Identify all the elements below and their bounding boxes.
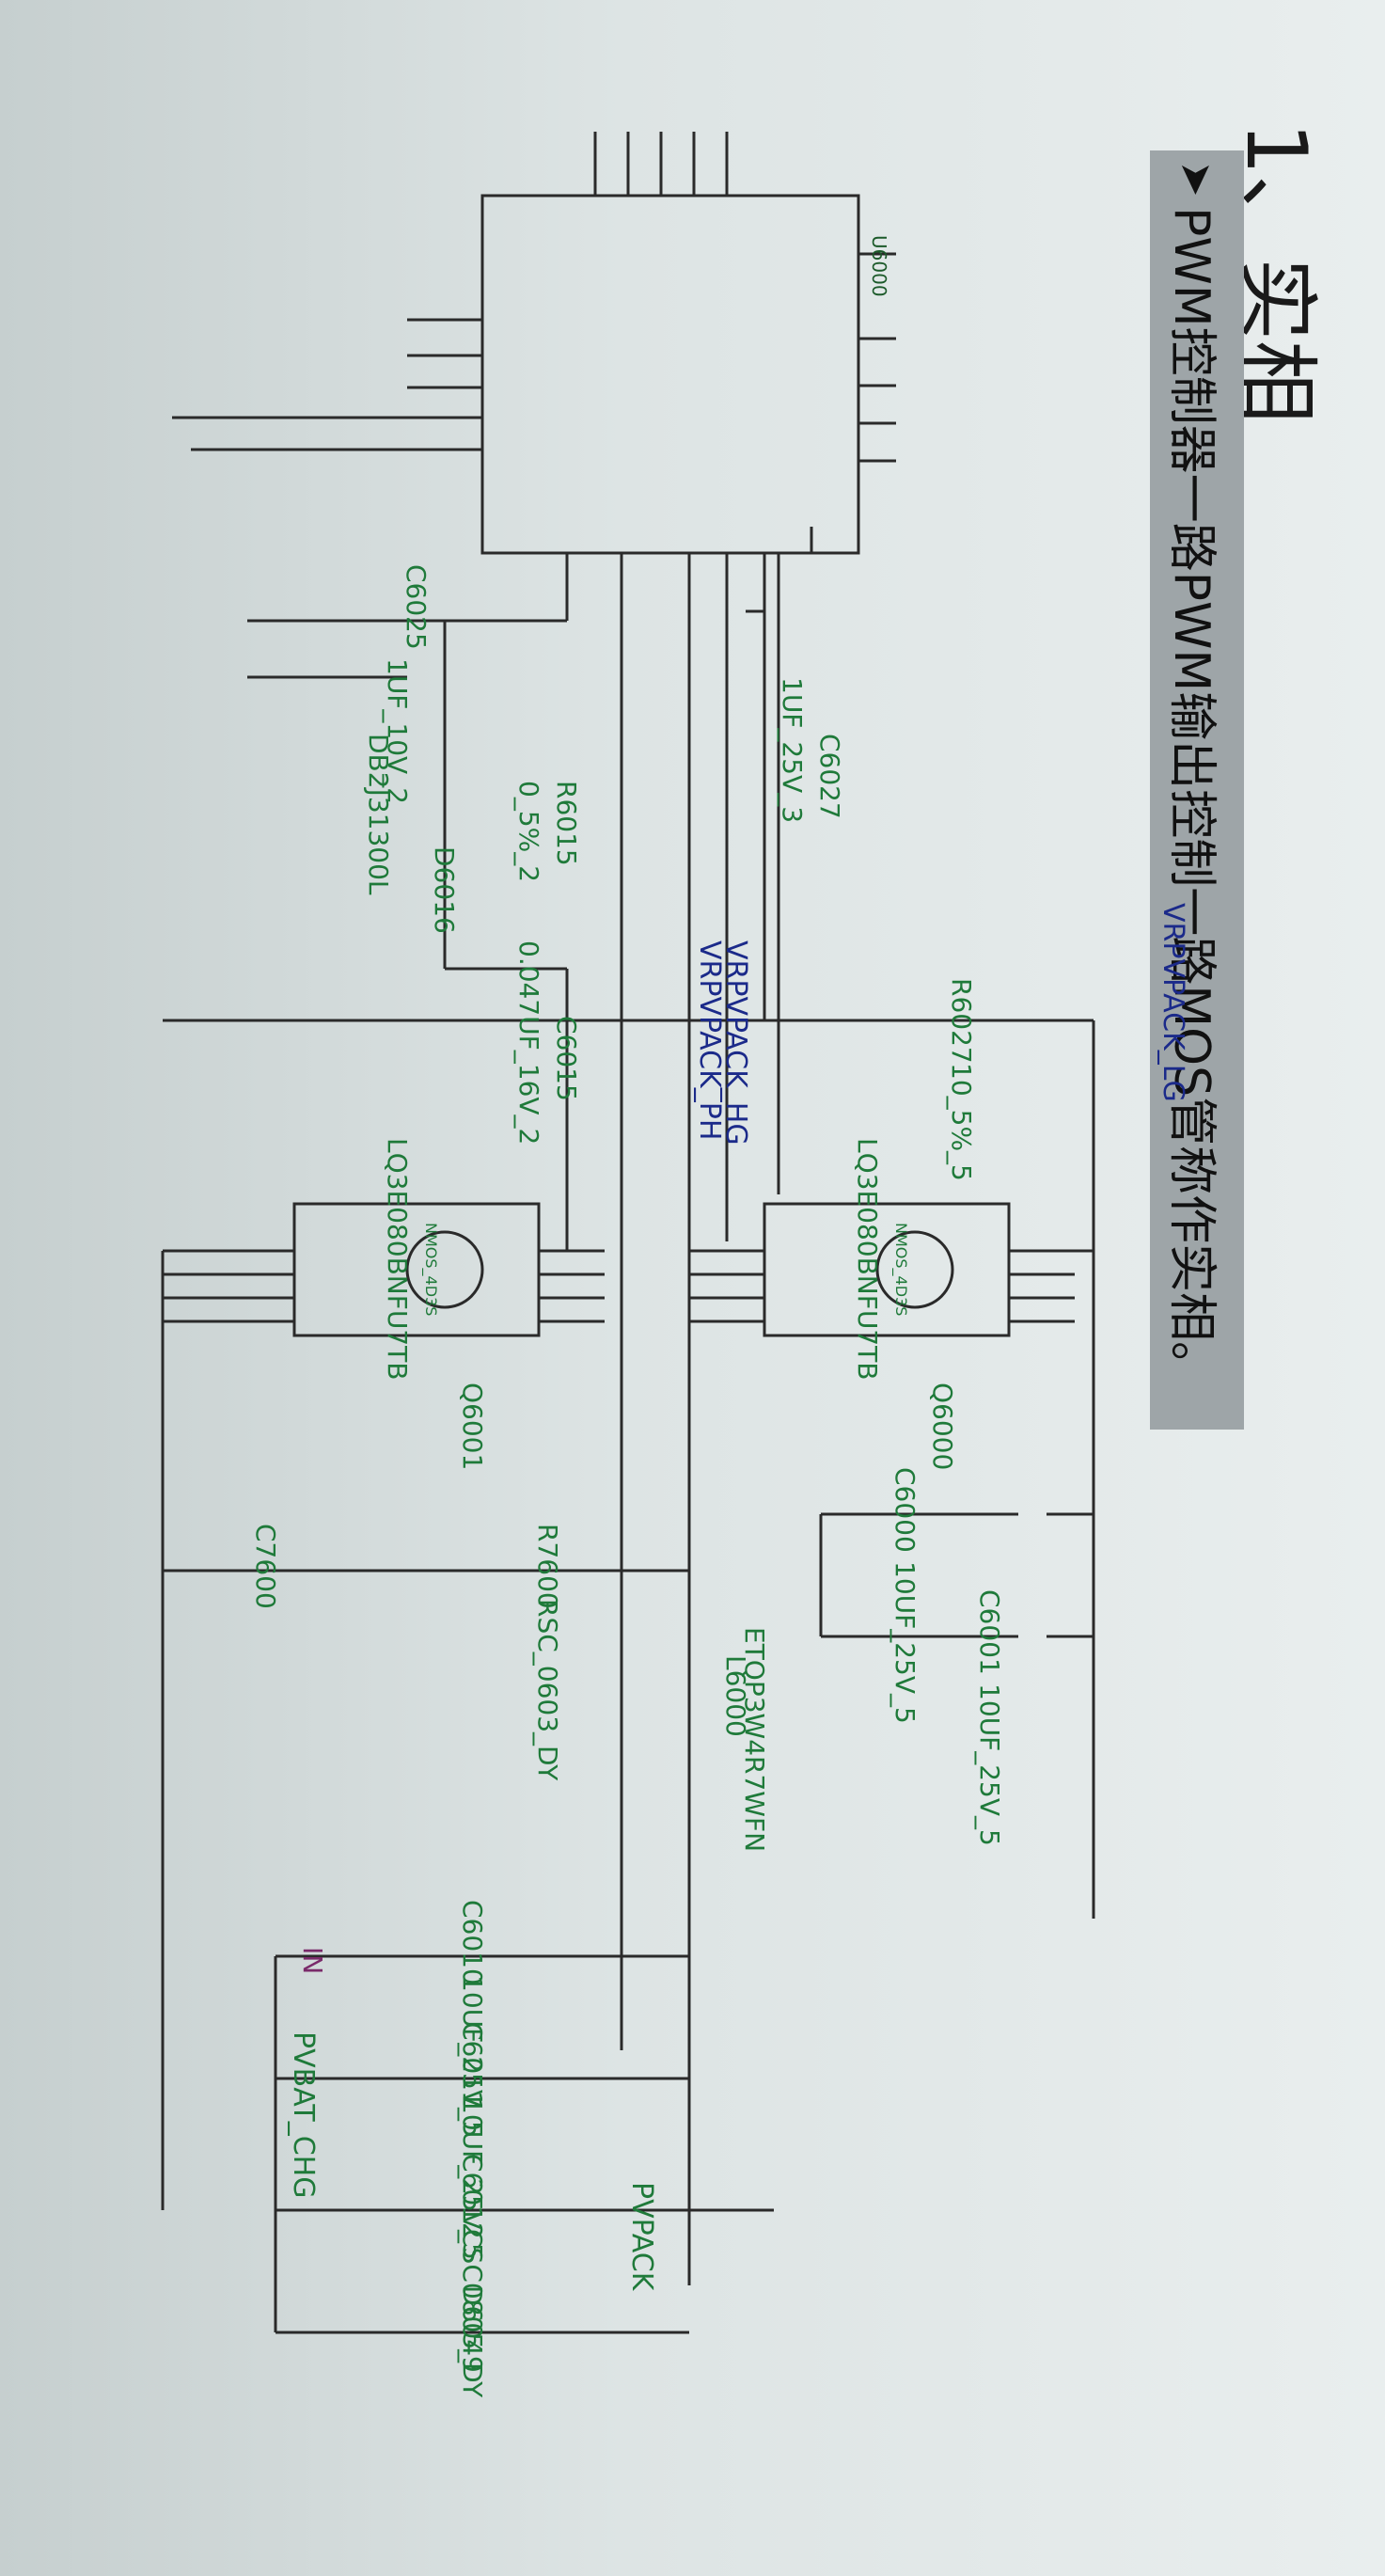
- net-vrpvpack-ph: VRPVPACK_PH: [693, 940, 726, 1140]
- r7600-value: RSC_0603_DY: [532, 1599, 563, 1781]
- r6027-value: 10_5%_5: [946, 1063, 977, 1181]
- q6001-part: LQ3E080BNFU7TB: [382, 1138, 413, 1380]
- c6027-value: 1UF_25V_3: [777, 677, 808, 823]
- r6027-ref: R6027: [946, 978, 977, 1064]
- r6015-ref: R6015: [551, 781, 582, 866]
- c6012-ref: C6012: [457, 2154, 488, 2239]
- r6015-value: 0_5%_2: [513, 781, 544, 882]
- d6049-ref: D6049: [457, 2285, 488, 2373]
- q6000-body: NMOS_4D3S: [891, 1223, 910, 1316]
- c6025-value: 1UF_10V_2: [382, 658, 413, 804]
- net-vrpvpack-lg: VRPVPACK_LG: [1157, 903, 1189, 1102]
- c7600-ref: C7600: [250, 1524, 281, 1609]
- r7600-ref: R7600: [532, 1524, 563, 1609]
- wires: [161, 132, 1095, 2334]
- c6015-value: 0.047UF_16V_2: [513, 940, 544, 1145]
- ic-ref: U6000: [868, 235, 890, 297]
- q6000-ref: Q6000: [927, 1383, 958, 1470]
- l6000-value: ETQP3W4R7WFN: [739, 1627, 770, 1852]
- d6016-value: DB2J31300L: [363, 734, 394, 895]
- c6025-ref: C6025: [401, 564, 432, 650]
- c6012-value: CSC0805_DY: [457, 2229, 488, 2398]
- c6001-ref: C6001: [974, 1589, 1005, 1675]
- c6000-value: 10UF_25V_5: [889, 1561, 921, 1724]
- c6001-value: 10UF_25V_5: [974, 1683, 1005, 1846]
- d6016-ref: D6016: [429, 846, 460, 934]
- q6000-part: LQ3E080BNFU7TB: [852, 1138, 883, 1380]
- net-pvbat-chg: PVBAT_CHG: [287, 2031, 320, 2198]
- c6010-ref: C6010: [457, 1900, 488, 1985]
- in-port: IN: [297, 1947, 328, 1974]
- net-pvpack: PVPACK: [625, 2182, 658, 2292]
- net-vrpvpack-hg: VRPVPACK_HG: [719, 940, 752, 1146]
- c6000-ref: C6000: [889, 1467, 921, 1553]
- c6011-value: 10UF_25V_5: [457, 2097, 488, 2260]
- q6001-ref: Q6001: [457, 1383, 488, 1470]
- c6015-ref: C6015: [551, 1016, 582, 1101]
- q6001-body: NMOS_4D3S: [421, 1223, 440, 1316]
- c6010-value: 10UF_25V_5: [457, 1975, 488, 2138]
- ic-body: [480, 194, 860, 555]
- c6027-ref: C6027: [814, 734, 845, 819]
- c6011-ref: C6011: [457, 2022, 488, 2108]
- l6000-ref: L6000: [720, 1655, 751, 1737]
